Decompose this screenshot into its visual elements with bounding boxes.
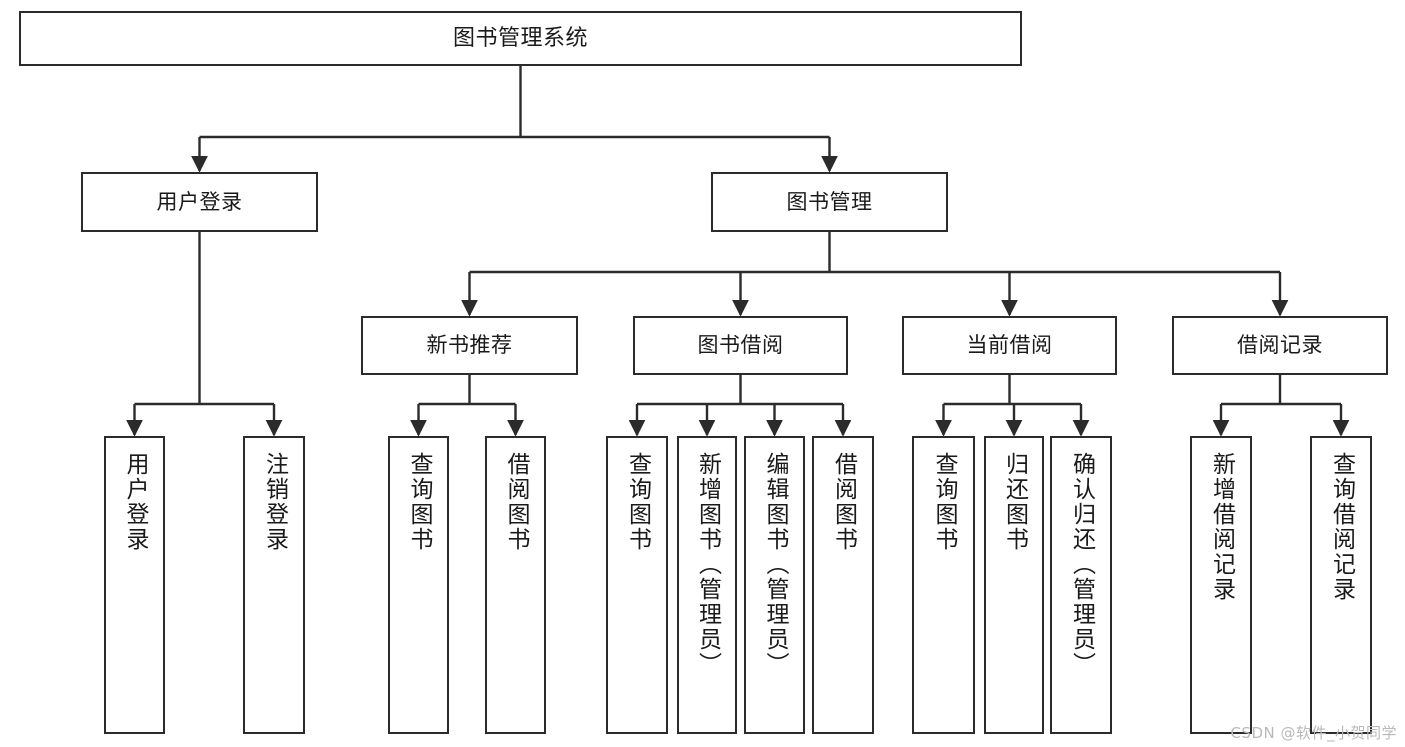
node-label: 新增借阅记录 (1208, 452, 1235, 602)
node-n-borrow[interactable]: 借阅图书 (485, 436, 546, 734)
node-n-query[interactable]: 查询图书 (388, 436, 449, 734)
node-label: 查询借阅记录 (1328, 452, 1355, 602)
node-label: 图书管理系统 (452, 25, 588, 51)
node-label: 确认归还（管理员） (1068, 452, 1095, 677)
node-borrow[interactable]: 图书借阅 (633, 316, 848, 375)
node-b-query[interactable]: 查询图书 (606, 436, 668, 734)
node-label: 图书借阅 (697, 333, 784, 358)
node-c-query[interactable]: 查询图书 (912, 436, 975, 734)
node-label: 查询图书 (624, 452, 651, 552)
node-b-edit[interactable]: 编辑图书（管理员） (744, 436, 805, 734)
node-label: 借阅记录 (1237, 333, 1323, 358)
csdn-watermark: CSDN @软件_小贺同学 (1230, 724, 1397, 742)
node-root[interactable]: 图书管理系统 (19, 11, 1022, 66)
node-newbook[interactable]: 新书推荐 (361, 316, 578, 375)
node-label: 用户登录 (156, 189, 243, 214)
node-c-return[interactable]: 归还图书 (984, 436, 1044, 734)
node-r-query[interactable]: 查询借阅记录 (1310, 436, 1372, 734)
edge-group (126, 66, 1350, 437)
node-l-logout[interactable]: 注销登录 (243, 436, 305, 734)
node-label: 注销登录 (261, 452, 288, 552)
node-label: 借阅图书 (830, 452, 857, 552)
node-label: 查询图书 (406, 452, 432, 552)
node-b-lend[interactable]: 借阅图书 (812, 436, 874, 734)
node-label: 查询图书 (931, 452, 957, 552)
node-current[interactable]: 当前借阅 (902, 316, 1117, 375)
node-label: 图书管理 (786, 189, 873, 214)
node-records[interactable]: 借阅记录 (1172, 316, 1388, 375)
node-r-add[interactable]: 新增借阅记录 (1190, 436, 1252, 734)
node-label: 当前借阅 (966, 333, 1053, 358)
node-label: 新书推荐 (426, 333, 513, 358)
node-label: 借阅图书 (503, 452, 529, 552)
node-l-login[interactable]: 用户登录 (104, 436, 165, 734)
node-label: 归还图书 (1001, 452, 1028, 552)
node-bookmgmt[interactable]: 图书管理 (711, 172, 948, 232)
node-label: 用户登录 (122, 452, 148, 552)
node-c-confirm[interactable]: 确认归还（管理员） (1050, 436, 1112, 734)
node-label: 新增图书（管理员） (694, 452, 721, 677)
node-login[interactable]: 用户登录 (81, 172, 318, 232)
node-b-add[interactable]: 新增图书（管理员） (677, 436, 737, 734)
node-label: 编辑图书（管理员） (762, 452, 788, 677)
